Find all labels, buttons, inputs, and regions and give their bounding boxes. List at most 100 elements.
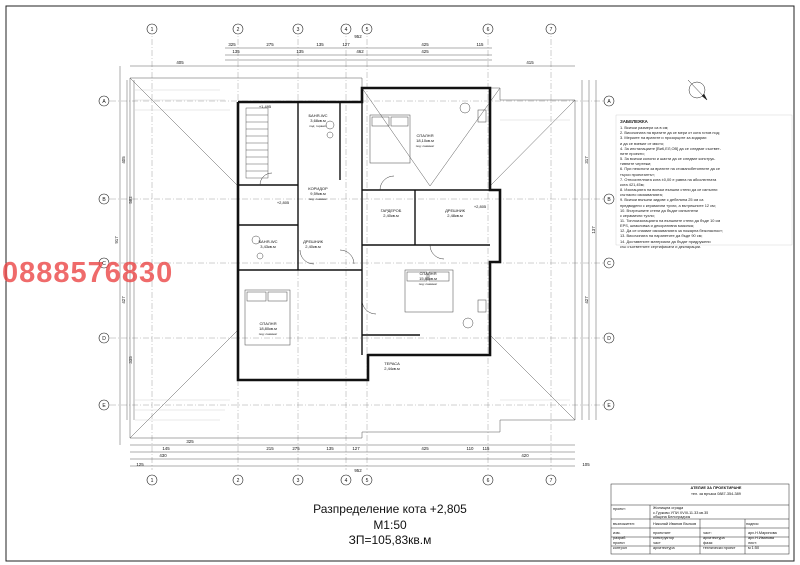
svg-text:952: 952 [354, 34, 362, 39]
svg-text:7: 7 [550, 27, 553, 33]
stamp-row: проект. [613, 541, 626, 545]
note-item: 9. Всички външни зидове с дебелина 25 см… [620, 197, 704, 203]
spot-level: +2,805 [277, 200, 290, 205]
room-area: 2,44кв.м [384, 366, 400, 371]
svg-text:A: A [102, 99, 106, 105]
note-item: 14. Доставените материали да бъдат придр… [620, 238, 711, 244]
svg-text:427: 427 [121, 296, 126, 304]
room-area: 9,59кв.м [310, 191, 326, 196]
room-area: 18,80кв.м [259, 326, 277, 331]
stamp-studio: АТЕЛИЕ ЗА ПРОЕКТИРАНЕ [690, 486, 742, 490]
note-item: 13. Височината на парапетите да бъде 90 … [620, 233, 703, 239]
room-area: 3,68кв.м [310, 118, 326, 123]
svg-text:425: 425 [421, 49, 429, 54]
svg-text:5: 5 [366, 478, 369, 484]
drawing-scale: М1:50 [373, 518, 407, 532]
room-name: СПАЛНЯ [420, 271, 437, 276]
spot-level: +1,495 [259, 104, 272, 109]
note-item: 4. За инсталациите [ВиК,ЕЛ,ОВ] да се сле… [620, 145, 721, 151]
door-swings [259, 172, 445, 315]
stamp-phase-label: фаза: [703, 541, 714, 545]
svg-text:275: 275 [292, 446, 300, 451]
notes-title: ЗАБЕЛЕЖКА [620, 119, 648, 124]
svg-text:4: 4 [345, 478, 348, 484]
note-item: 1. Всички размери са в см; [620, 125, 669, 131]
svg-text:7: 7 [550, 478, 553, 484]
room-area: 2,40кв.м [383, 213, 399, 218]
stamp-row: контрол [613, 546, 628, 550]
svg-text:D: D [607, 336, 611, 342]
sheet-border [5, 5, 795, 562]
stamp-designer2: арх.Н.Иванова [748, 536, 775, 540]
stamp-part: архитектура [703, 536, 725, 540]
svg-text:317: 317 [584, 156, 589, 164]
svg-text:110: 110 [467, 446, 475, 451]
stamp-row: изм. [613, 531, 621, 535]
exterior-walls [236, 86, 502, 382]
stamp-assignor-label: възложител: [613, 522, 635, 526]
room-area: 2,48кв.м [447, 213, 463, 218]
stamp-project-label: проект: [613, 507, 626, 511]
spot-level: +2,805 [474, 204, 487, 209]
grid-axes [110, 28, 605, 470]
stamp-designer1: арх.Н.Маринова [748, 531, 777, 535]
stamp-row-value: архитектура [653, 546, 675, 550]
svg-text:145: 145 [162, 446, 170, 451]
room-name: СПАЛНЯ [260, 321, 277, 326]
svg-text:405: 405 [121, 156, 126, 164]
svg-text:420: 420 [521, 453, 529, 458]
svg-text:125: 125 [136, 462, 144, 467]
note-item: 7. Относителната кота ±0,00 е равна на а… [620, 176, 717, 182]
svg-text:582: 582 [128, 196, 133, 204]
room-name: СПАЛНЯ [417, 133, 434, 138]
room-floor: под: ламинат [419, 282, 438, 286]
notes-list: 1. Всички размери са в см;2. Височината … [620, 125, 798, 249]
room-floor: под: теракот [309, 124, 327, 128]
svg-text:325: 325 [186, 439, 194, 444]
note-item: и да се вземат от място; [620, 140, 665, 146]
phone-watermark: 0888576830 [2, 257, 174, 289]
note-item: 6. При неясноти за вратите на стоманобет… [620, 166, 721, 172]
svg-text:C: C [607, 261, 611, 267]
svg-text:135: 135 [232, 49, 240, 54]
note-item: търси проектантът; [620, 171, 656, 177]
stamp-phase: технически проект [703, 546, 736, 550]
svg-text:127: 127 [342, 42, 350, 47]
note-item: 2. Височината на вратите да се мери от к… [620, 130, 720, 136]
room-floor: под: ламинат [309, 197, 328, 201]
room-name: БАНЯ-WC [259, 239, 278, 244]
room-name: ДРЕШНИК [303, 239, 323, 244]
svg-text:2: 2 [237, 27, 240, 33]
furniture [244, 102, 487, 346]
svg-text:105: 105 [582, 462, 590, 467]
note-item: съгласно изискванията; [620, 192, 663, 198]
svg-text:135: 135 [316, 42, 324, 47]
svg-text:137: 137 [591, 226, 596, 234]
svg-text:425: 425 [421, 446, 429, 451]
notes-frame [615, 114, 793, 246]
svg-text:5: 5 [366, 27, 369, 33]
stamp-assignor: Николай Иванов Вълков [653, 522, 697, 526]
note-item: 5. За всички колони и шахти да се следва… [620, 156, 716, 162]
roof-hatch [135, 89, 570, 421]
title-block: АТЕЛИЕ ЗА ПРОЕКТИРАНЕ тел. за връзка 088… [611, 484, 789, 554]
stamp-municipality: община Белоградчик [653, 515, 691, 519]
notes-block: ЗАБЕЛЕЖКА 1. Всички размери са в см;2. В… [620, 119, 798, 249]
svg-text:427: 427 [584, 296, 589, 304]
room-name: ДРЕШНИК [445, 208, 465, 213]
stamp-phone: тел. за връзка 0887-354-389 [691, 492, 741, 496]
svg-text:2: 2 [237, 478, 240, 484]
room-name: КОРИДОР [308, 186, 328, 191]
svg-text:3: 3 [297, 27, 300, 33]
note-item: 11. Топлоизолацията на външните стени да… [620, 217, 721, 223]
svg-text:127: 127 [352, 446, 360, 451]
note-item: 8. Изолацията на всички външни стени да … [620, 187, 718, 193]
svg-text:917: 917 [114, 236, 119, 244]
svg-text:275: 275 [266, 42, 274, 47]
stamp-location: с.Гурково УПИ XVIII-11.33 кв.35 [653, 511, 709, 515]
drawing-area: ЗП=105,83кв.м [348, 533, 432, 547]
stamp-project: Жилищна сграда [653, 506, 684, 510]
note-item: тивните чертежи; [620, 161, 652, 167]
